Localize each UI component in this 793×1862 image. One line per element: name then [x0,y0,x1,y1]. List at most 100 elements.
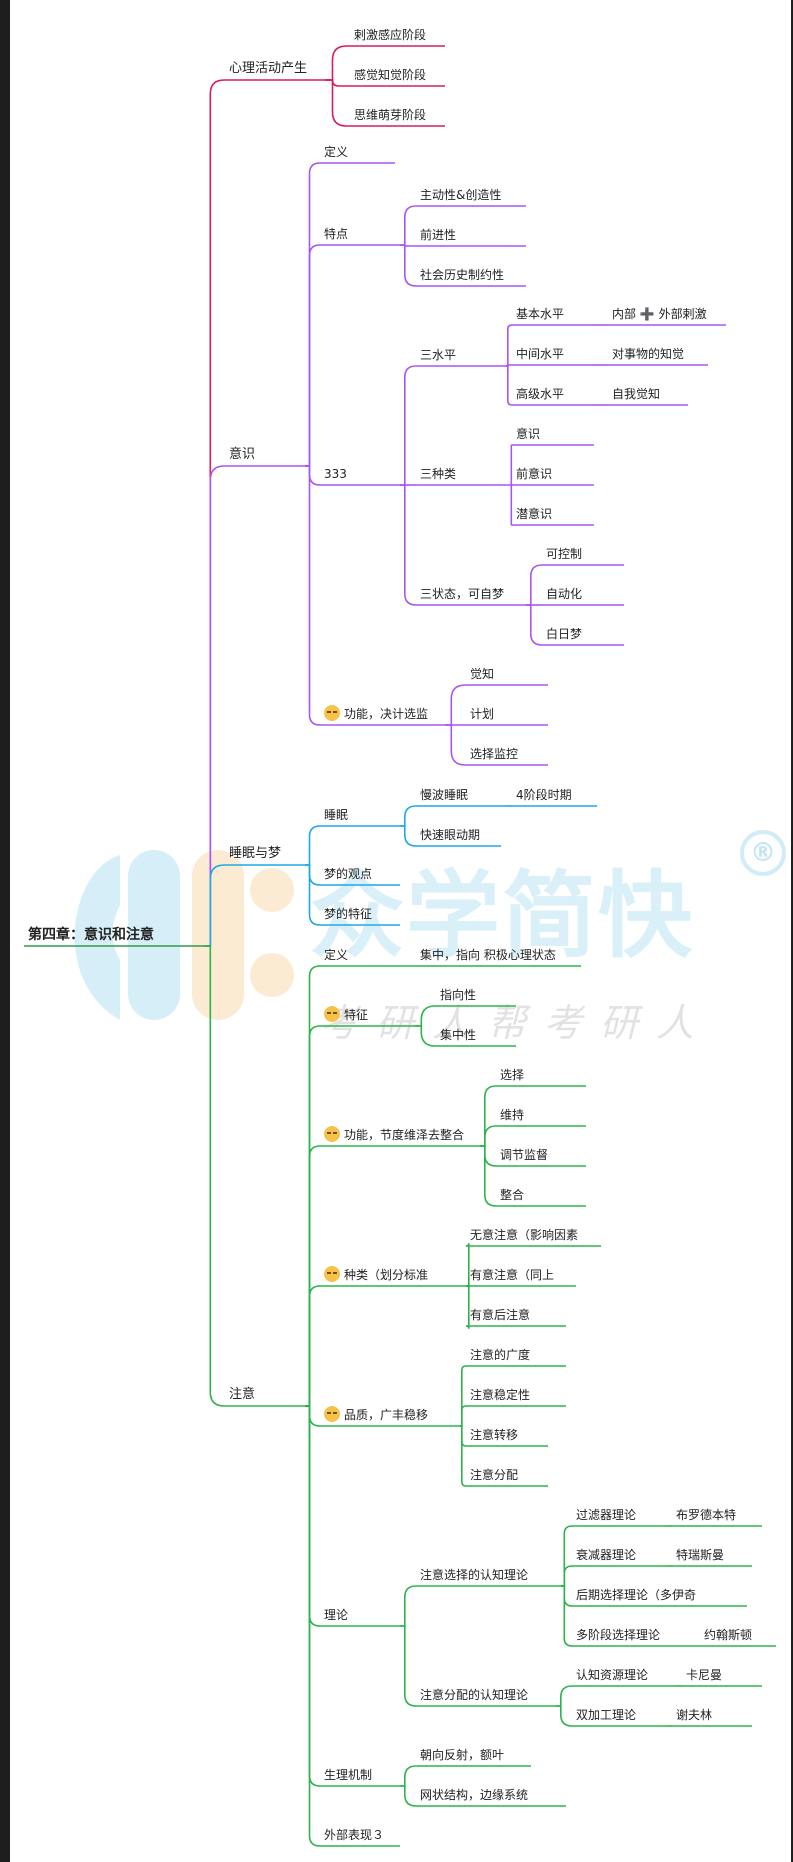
mindmap-node[interactable]: 前意识 [516,466,552,482]
branch-connector [305,1145,321,1407]
mindmap-node[interactable]: 卡尼曼 [686,1667,722,1683]
mindmap-node[interactable]: 三水平 [420,347,456,363]
mindmap-node[interactable]: 注意选择的认知理论 [420,1567,528,1583]
mindmap-node[interactable]: 前进性 [420,227,456,243]
branch-connector [460,1425,467,1447]
node-text: 集中性 [440,1028,477,1042]
node-text: 注意转移 [470,1428,519,1442]
branch-connector [561,1565,573,1587]
node-text: 种类（划分标准 [344,1268,429,1282]
mindmap-node[interactable]: 认知资源理论 [576,1667,648,1683]
mindmap-node[interactable]: 自动化 [546,586,582,602]
mindmap-node[interactable]: 生理机制 [324,1767,372,1783]
mindmap-node[interactable]: 333 [324,466,347,482]
mindmap-node[interactable]: 特征 [324,1006,368,1023]
mindmap-node[interactable]: 基本水平 [516,306,564,322]
mindmap-node[interactable]: 三状态，可自梦 [420,586,504,602]
mindmap-node[interactable]: 对事物的知觉 [612,346,684,362]
mindmap-node[interactable]: 整合 [500,1187,524,1203]
mindmap-node[interactable]: 约翰斯顿 [704,1627,752,1643]
mindmap-node[interactable]: 自我觉知 [612,386,660,402]
node-text: 约翰斯顿 [704,1628,753,1642]
mindmap-node[interactable]: 过滤器理论 [576,1507,636,1523]
mindmap-node[interactable]: 注意分配 [470,1467,518,1483]
mindmap-node[interactable]: 觉知 [470,666,494,682]
mindmap-node[interactable]: 布罗德本特 [676,1507,736,1523]
mindmap-node[interactable]: 集中，指向 积极心理状态 [420,947,556,963]
node-text: 特瑞斯曼 [676,1548,725,1562]
node-text: 意识 [229,447,256,462]
mindmap-node[interactable]: 注意分配的认知理论 [420,1687,528,1703]
mindmap-node[interactable]: 内部 ➕ 外部剌激 [612,306,707,322]
mindmap-node[interactable]: 指向性 [440,987,476,1003]
mindmap-node[interactable]: 种类（划分标准 [324,1266,428,1283]
mindmap-node[interactable]: 有意后注意 [470,1307,530,1323]
mindmap-node[interactable]: 调节监督 [500,1147,548,1163]
mindmap-node[interactable]: 理论 [324,1607,348,1623]
mindmap-node[interactable]: 功能，节度维泽去整合 [324,1126,464,1143]
mindmap-node[interactable]: 选择监控 [470,746,518,762]
mindmap-node[interactable]: 高级水平 [516,386,564,402]
mindmap-node[interactable]: 双加工理论 [576,1707,636,1723]
mindmap-node[interactable]: 选择 [500,1067,524,1083]
mindmap-node[interactable]: 注意稳定性 [470,1387,530,1403]
mindmap-node[interactable]: 计划 [470,706,494,722]
mindmap-node[interactable]: 白日梦 [546,626,582,642]
mindmap-node[interactable]: 定义 [324,144,348,160]
mindmap-root-node[interactable]: 第四章：意识和注意 [28,927,154,943]
mindmap-node[interactable]: 无意注意（影响因素 [470,1227,578,1243]
node-text: 梦的观点 [324,867,373,881]
mindmap-node[interactable]: 网状结构，边缘系统 [420,1787,528,1803]
mindmap-node[interactable]: 特点 [324,226,348,242]
mindmap-node[interactable]: 意识 [516,426,540,442]
branch-connector [561,1525,573,1587]
branch-connector [480,1125,497,1147]
mindmap-node[interactable]: 注意转移 [470,1427,518,1443]
mindmap-node[interactable]: 4阶段时期 [516,787,572,803]
mindmap-node[interactable]: 朝向反射，额叶 [420,1747,504,1763]
mindmap-node[interactable]: 潜意识 [516,506,552,522]
mindmap-node[interactable]: 睡眠 [324,807,348,823]
mindmap-node[interactable]: 意识 [229,447,255,463]
mindmap-node[interactable]: 三种类 [420,466,456,482]
mindmap-node[interactable]: 衰减器理论 [576,1547,636,1563]
branch-connector [305,244,321,467]
mindmap-node[interactable]: 中间水平 [516,346,564,362]
mindmap-node[interactable]: 感觉知觉阶段 [354,67,426,83]
emoji-face-icon [324,1006,340,1022]
mindmap-node[interactable]: 快速眼动期 [420,827,480,843]
mindmap-node[interactable]: 定义 [324,947,348,963]
mindmap-node[interactable]: 维持 [500,1107,524,1123]
mindmap-node[interactable]: 注意 [229,1387,255,1403]
branch-connector [204,465,225,947]
mindmap-node[interactable]: 心理活动产生 [229,61,307,77]
node-text: 指向性 [440,988,477,1002]
mindmap-node[interactable]: 有意注意（同上 [470,1267,554,1283]
mindmap-node[interactable]: 睡眠与梦 [229,846,281,862]
mindmap-node[interactable]: 梦的观点 [324,866,372,882]
node-text: 认知资源理论 [576,1668,649,1682]
mindmap-node[interactable]: 特瑞斯曼 [676,1547,724,1563]
branch-connector [561,1585,573,1647]
branch-connector [325,79,350,87]
mindmap-node[interactable]: 品质，广丰稳移 [324,1406,428,1423]
node-text: 快速眼动期 [420,828,481,842]
mindmap-node[interactable]: 主动性&创造性 [420,187,501,203]
branch-connector [305,864,321,926]
mindmap-node[interactable]: 社会历史制约性 [420,267,504,283]
mindmap-node[interactable]: 思维萌芽阶段 [354,107,426,123]
mindmap-node[interactable]: 多阶段选择理论 [576,1627,660,1643]
node-text: 意识 [516,427,541,441]
mindmap-node[interactable]: 梦的特征 [324,906,372,922]
mindmap-node[interactable]: 谢夫林 [676,1707,712,1723]
mindmap-node[interactable]: 注意的广度 [470,1347,530,1363]
mindmap-node[interactable]: 外部表现３ [324,1827,384,1843]
node-text: 主动性&创造性 [420,188,502,202]
mindmap-node[interactable]: 集中性 [440,1027,476,1043]
mindmap-node[interactable]: 剌激感应阶段 [354,27,426,43]
mindmap-node[interactable]: 后期选择理论（多伊奇 [576,1587,696,1603]
mindmap-node[interactable]: 功能，决计选监 [324,705,428,722]
mindmap-node[interactable]: 可控制 [546,546,582,562]
mindmap-node[interactable]: 慢波睡眠 [420,787,468,803]
